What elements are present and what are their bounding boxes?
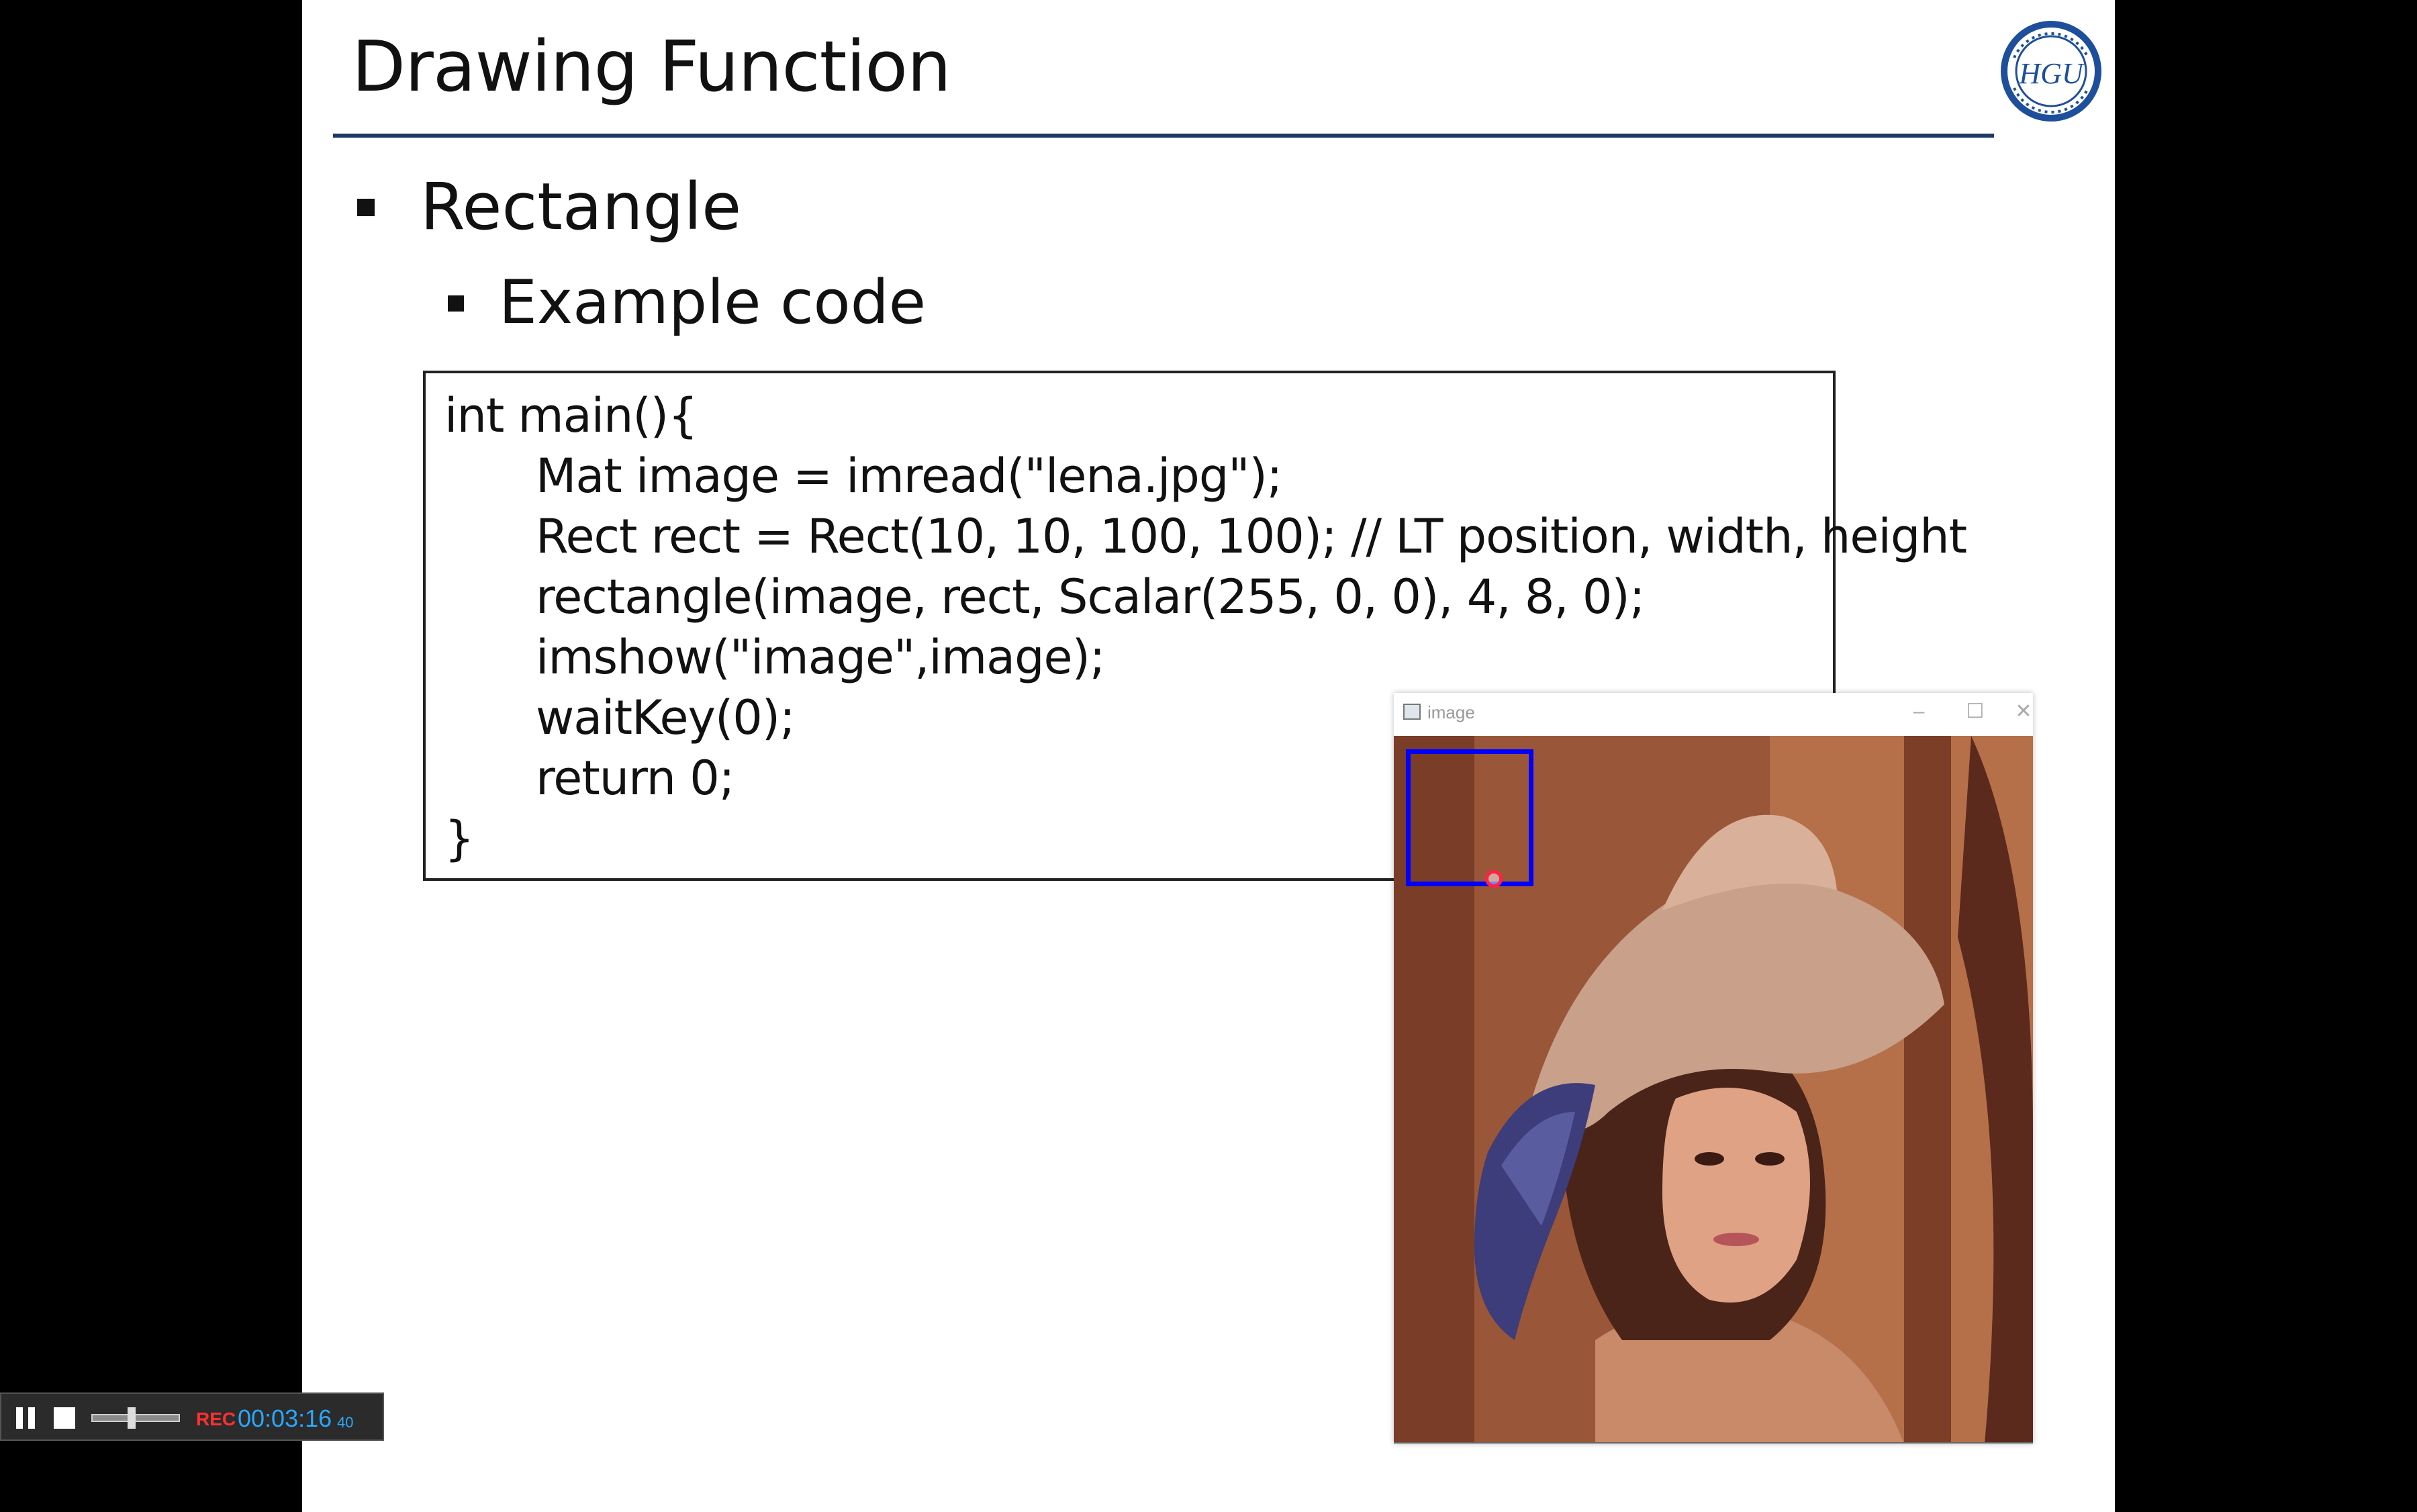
code-line: Mat image = imread("lena.jpg"); [536, 448, 1282, 504]
recording-time-fraction: 40 [337, 1414, 354, 1431]
bullet-square-icon [357, 199, 375, 216]
mouse-cursor-icon [1485, 870, 1503, 888]
recording-time: 00:03:16 [238, 1405, 332, 1432]
window-titlebar[interactable]: image – ☐ ✕ [1394, 693, 2033, 733]
university-logo: HGU [2001, 21, 2101, 122]
window-title: image [1427, 702, 1475, 722]
bullet-rectangle: Rectangle [420, 169, 742, 244]
lena-photo [1394, 736, 2033, 1444]
presentation-slide: Drawing Function HGU Rectangle Example c… [302, 0, 2115, 1512]
code-line: return 0; [536, 751, 734, 806]
bullet-square-icon [448, 295, 464, 312]
stop-icon[interactable] [54, 1407, 75, 1429]
screen-recorder-toolbar: REC 00:03:16 40 [0, 1392, 384, 1441]
slider-thumb[interactable] [128, 1407, 136, 1429]
slide-title: Drawing Function [352, 26, 951, 107]
drawn-rectangle [1406, 749, 1533, 886]
rec-indicator: REC [196, 1409, 236, 1429]
window-app-icon [1403, 704, 1421, 720]
code-line: rectangle(image, rect, Scalar(255, 0, 0)… [536, 569, 1645, 624]
image-canvas[interactable] [1394, 736, 2033, 1444]
image-window[interactable]: image – ☐ ✕ [1394, 693, 2033, 1444]
title-divider [333, 134, 1994, 138]
pause-icon[interactable] [16, 1407, 36, 1429]
code-line: int main(){ [444, 388, 698, 443]
code-line: waitKey(0); [536, 690, 796, 745]
recording-progress-slider[interactable] [91, 1407, 180, 1429]
code-line: Rect rect = Rect(10, 10, 100, 100); // L… [536, 509, 1967, 564]
maximize-icon[interactable]: ☐ [1966, 700, 1985, 722]
close-icon[interactable]: ✕ [2015, 700, 2032, 722]
minimize-icon[interactable]: – [1913, 700, 1925, 722]
window-border [1394, 1442, 2033, 1444]
code-line: } [444, 811, 475, 866]
logo-text: HGU [2018, 57, 2085, 90]
bullet-example-code: Example code [499, 267, 927, 338]
code-line: imshow("image",image); [536, 630, 1105, 685]
